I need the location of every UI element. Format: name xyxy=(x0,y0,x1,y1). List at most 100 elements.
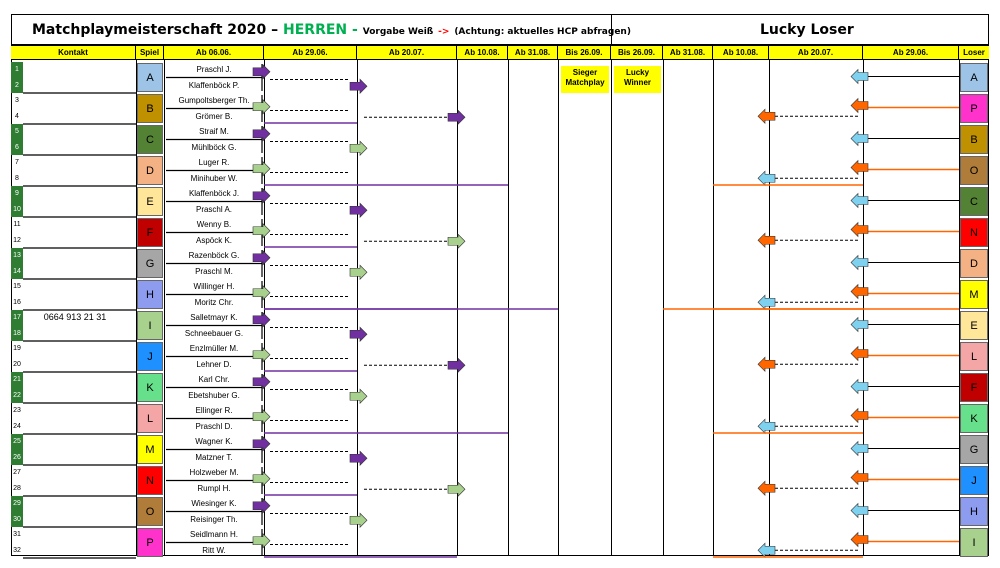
arrow-text: -> xyxy=(438,27,450,37)
row-number: 1 xyxy=(11,62,23,78)
player-name: Willinger H. xyxy=(193,282,235,291)
loser-box: B xyxy=(960,125,988,154)
spiel-box: A xyxy=(137,63,163,92)
player-name: Karl Chr. xyxy=(198,375,230,384)
player-name: Reisinger Th. xyxy=(190,514,238,524)
row-number: 18 xyxy=(11,325,23,341)
row-number: 26 xyxy=(11,449,23,465)
spiel-box: C xyxy=(137,125,163,154)
player-name: Luger R. xyxy=(198,158,230,167)
player-name: Matzner T. xyxy=(195,452,233,462)
player-name: Wagner K. xyxy=(195,437,233,446)
loser-box: K xyxy=(960,404,988,433)
loser-box: J xyxy=(960,466,988,495)
row-number: 3 xyxy=(15,97,19,104)
row-number: 21 xyxy=(11,372,23,388)
grid-line xyxy=(959,60,960,556)
player-name: Razenböck G. xyxy=(188,251,240,260)
vorgabe-text: Vorgabe Weiß xyxy=(362,27,434,37)
row-number: 31 xyxy=(13,531,21,538)
loser-box: D xyxy=(960,249,988,278)
title-bar xyxy=(11,14,989,45)
grid-line xyxy=(164,60,165,556)
row-number: 4 xyxy=(15,112,19,120)
spiel-box: P xyxy=(137,528,163,557)
player-name: Praschl J. xyxy=(196,65,232,74)
col-bis-2609-b: Bis 26.09. xyxy=(611,46,663,59)
player-name: Minihuber W. xyxy=(190,173,238,183)
note-text: (Achtung: aktuelles HCP abfragen) xyxy=(454,27,631,37)
row-number: 5 xyxy=(11,124,23,140)
grid-line xyxy=(136,60,137,556)
col-ab-3108: Ab 31.08. xyxy=(508,46,558,59)
player-name: Lehner D. xyxy=(196,359,232,369)
row-number: 10 xyxy=(11,201,23,217)
player-name: Holzweber M. xyxy=(189,468,239,477)
col-kontakt: Kontakt xyxy=(11,46,136,59)
row-number: 27 xyxy=(13,469,21,476)
loser-box: H xyxy=(960,497,988,526)
player-name: Ellinger R. xyxy=(195,406,233,415)
player-name: Enzlmüller M. xyxy=(189,344,239,353)
row-number: 15 xyxy=(13,283,21,290)
row-number: 22 xyxy=(11,387,23,403)
player-name: Moritz Chr. xyxy=(194,297,234,307)
grid-line xyxy=(558,60,559,556)
player-name: Salletmayr K. xyxy=(190,313,238,322)
spiel-box: G xyxy=(137,249,163,278)
lucky-loser-title: Lucky Loser xyxy=(760,22,854,38)
row-number: 23 xyxy=(13,407,21,414)
col-loser: Loser xyxy=(959,46,989,59)
player-name: Klaffenböck P. xyxy=(188,80,240,90)
player-name: Straif M. xyxy=(199,127,229,136)
row-number: 17 xyxy=(11,310,23,326)
row-number: 14 xyxy=(11,263,23,279)
contact-value: 0664 913 21 31 xyxy=(43,312,107,322)
row-number: 7 xyxy=(15,159,19,166)
grid-line xyxy=(264,60,265,556)
row-number: 19 xyxy=(13,345,21,352)
spiel-box: E xyxy=(137,187,163,216)
player-name: Grömer B. xyxy=(195,111,233,121)
col-ab-2007-r: Ab 20.07. xyxy=(769,46,863,59)
spiel-box: N xyxy=(137,466,163,495)
col-ab-2906: Ab 29.06. xyxy=(264,46,357,59)
grid-line xyxy=(663,60,664,556)
loser-box: C xyxy=(960,187,988,216)
col-ab-1008: Ab 10.08. xyxy=(457,46,508,59)
player-name: Ebetshuber G. xyxy=(188,390,240,400)
player-name: Praschl M. xyxy=(195,266,233,276)
player-name: Gumpoltsberger Th. xyxy=(178,96,250,105)
lucky-winner-box: Lucky Winner xyxy=(614,66,661,93)
col-ab-0606: Ab 06.06. xyxy=(164,46,264,59)
spiel-box: M xyxy=(137,435,163,464)
spiel-box: F xyxy=(137,218,163,247)
player-name: Praschl A. xyxy=(195,204,232,214)
player-name: Mühlböck G. xyxy=(191,142,237,152)
loser-box: O xyxy=(960,156,988,185)
loser-box: M xyxy=(960,280,988,309)
player-name: Praschl D. xyxy=(195,421,233,431)
row-number: 8 xyxy=(15,174,19,182)
loser-box: E xyxy=(960,311,988,340)
title-text: Matchplaymeisterschaft 2020 – xyxy=(32,22,284,38)
player-name: Ritt W. xyxy=(202,545,226,555)
sieger-matchplay-box: Sieger Matchplay xyxy=(561,66,609,93)
row-number: 20 xyxy=(13,360,21,368)
player-name: Wenny B. xyxy=(196,220,232,229)
row-number: 16 xyxy=(13,298,21,306)
row-number: 12 xyxy=(13,236,21,244)
player-name: Wiesinger K. xyxy=(191,499,237,508)
loser-box: N xyxy=(960,218,988,247)
row-number: 9 xyxy=(11,186,23,202)
loser-box: I xyxy=(960,528,988,557)
player-name: Seidlmann H. xyxy=(189,530,239,539)
row-number: 30 xyxy=(11,511,23,527)
title-herren: HERREN - xyxy=(283,22,358,38)
spiel-box: B xyxy=(137,94,163,123)
player-name: Aspöck K. xyxy=(195,235,232,245)
player-name: Schneebauer G. xyxy=(184,328,244,338)
loser-box: G xyxy=(960,435,988,464)
loser-box: L xyxy=(960,342,988,371)
spiel-box: D xyxy=(137,156,163,185)
